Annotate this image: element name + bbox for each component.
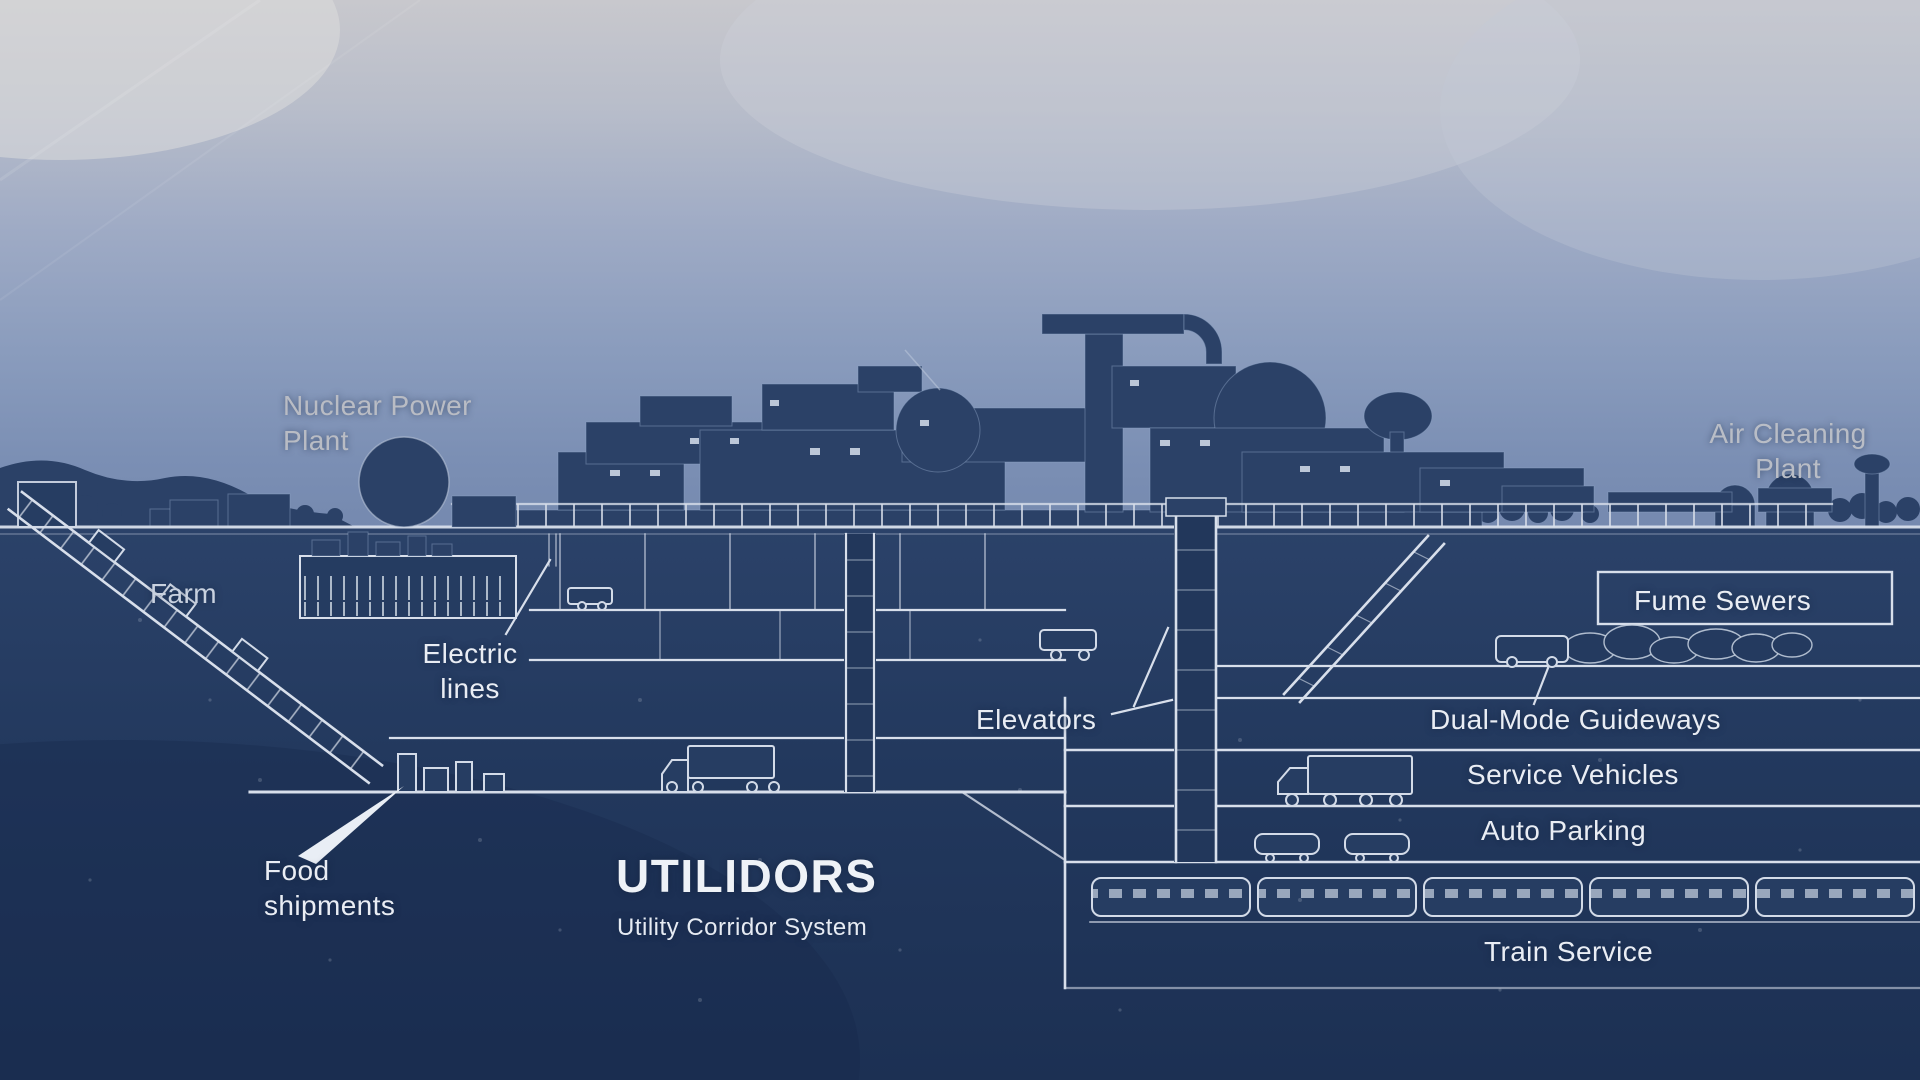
diagram-title: UTILIDORS bbox=[616, 850, 878, 902]
farm-section bbox=[299, 436, 517, 619]
electric-lines-leader bbox=[504, 558, 552, 636]
label-food-shipments: Food shipments bbox=[264, 855, 396, 921]
label-dual-mode-guideways: Dual-Mode Guideways bbox=[1430, 704, 1721, 735]
label-air-cleaning-plant: Air Cleaning Plant bbox=[1709, 418, 1867, 484]
diagram-subtitle: Utility Corridor System bbox=[617, 914, 868, 941]
dual-mode-leader bbox=[1532, 666, 1550, 706]
paper-speckles bbox=[88, 618, 1862, 1012]
service-truck bbox=[1277, 755, 1413, 807]
elevators-leader-2 bbox=[1132, 626, 1170, 708]
elevators-leader bbox=[1110, 698, 1174, 716]
label-fume-sewers: Fume Sewers bbox=[1634, 585, 1812, 616]
train bbox=[1091, 877, 1915, 917]
delivery-truck bbox=[661, 745, 780, 793]
central-utility-shaft bbox=[844, 532, 876, 794]
parking-cars bbox=[1254, 833, 1410, 863]
label-farm: Farm bbox=[150, 578, 217, 609]
label-train-service: Train Service bbox=[1484, 936, 1654, 967]
label-electric-lines: Electric lines bbox=[422, 638, 518, 704]
food-conveyor bbox=[6, 481, 384, 785]
food-shipments-arrow bbox=[298, 786, 404, 864]
city-skyline bbox=[450, 313, 1834, 528]
ground-line bbox=[0, 525, 1920, 535]
elevator-shaft bbox=[1165, 497, 1227, 864]
label-auto-parking: Auto Parking bbox=[1481, 815, 1647, 846]
corridor-cart bbox=[1039, 629, 1097, 661]
city-windows bbox=[610, 380, 1450, 486]
utilidor-levels-right bbox=[1063, 664, 1920, 990]
escalator bbox=[1282, 534, 1446, 704]
label-elevators: Elevators bbox=[976, 704, 1097, 735]
nuclear-dome bbox=[358, 436, 450, 528]
basement-cart bbox=[567, 587, 613, 611]
leader-lines bbox=[298, 558, 1550, 864]
dual-mode-vehicle bbox=[1495, 635, 1569, 668]
crane-arm bbox=[1041, 313, 1185, 335]
sphere-dome bbox=[895, 387, 981, 473]
label-service-vehicles: Service Vehicles bbox=[1467, 759, 1679, 790]
fume-sewer-corridor bbox=[1563, 570, 1894, 664]
label-nuclear-power-plant: Nuclear Power Plant bbox=[283, 390, 472, 456]
utilidor-corridors-center bbox=[248, 533, 1097, 862]
